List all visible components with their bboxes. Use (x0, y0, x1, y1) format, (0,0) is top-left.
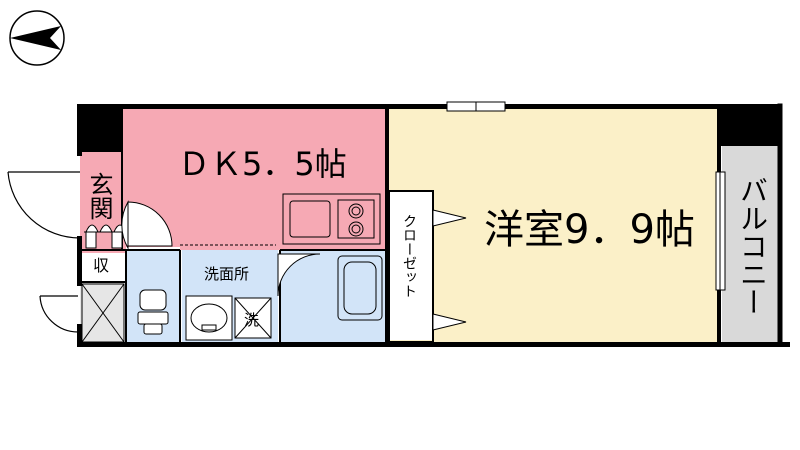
closet-fill (390, 192, 432, 340)
western-room-label: 洋室9．9帖 (484, 207, 695, 253)
dk-door-arc (127, 201, 173, 247)
washroom-door (277, 253, 321, 297)
balcony-door (715, 103, 783, 345)
dk-door (121, 200, 129, 250)
stove-burner-icon (348, 203, 364, 237)
storage-label: 収 (93, 256, 110, 275)
closet-label: クローゼット (401, 214, 417, 298)
western-room-fill (389, 107, 719, 344)
window (446, 101, 506, 112)
shoe-box (81, 283, 125, 343)
washroom-label: 洗面所 (204, 265, 250, 283)
wash-basin-icon (185, 295, 233, 341)
washer-icon (234, 297, 272, 339)
washer-label: 洗 (244, 311, 260, 329)
entrance-door (7, 171, 81, 333)
entrance-step (84, 224, 127, 249)
bathtub-icon (337, 255, 383, 321)
dk-label: ＤＫ5．5帖 (178, 145, 347, 183)
kitchen-counter (282, 193, 381, 245)
dk-fill-lower (180, 240, 386, 250)
north-arrow-icon (9, 10, 65, 66)
closet-doors (432, 209, 467, 331)
balcony-label: バルコニー (736, 176, 769, 316)
entrance-label: 玄関 (85, 172, 113, 220)
toilet-icon (137, 289, 169, 335)
shoe-box-fill (80, 282, 124, 344)
balcony-fill (722, 144, 778, 344)
